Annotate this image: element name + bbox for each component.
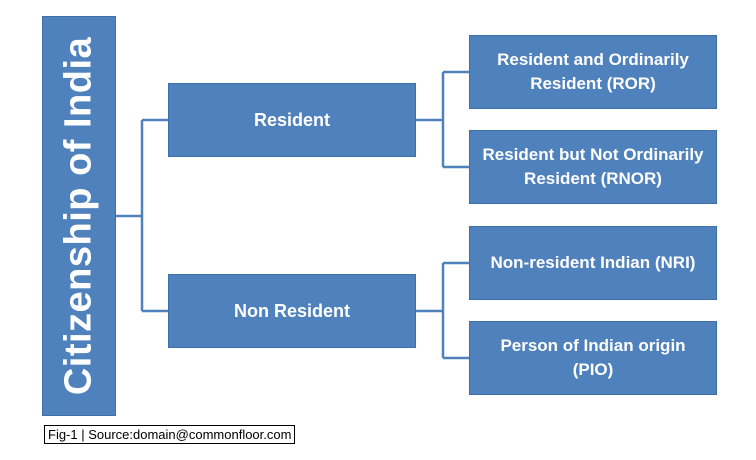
node-non-resident: Non Resident xyxy=(168,274,416,348)
node-ror-label: Resident and Ordinarily Resident (ROR) xyxy=(497,50,689,93)
node-rnor-label: Resident but Not Ordinarily Resident (RN… xyxy=(482,145,704,188)
root-node-citizenship-of-india: Citizenship of India xyxy=(42,16,116,416)
node-nri-label: Non-resident Indian (NRI) xyxy=(490,253,696,272)
node-ror: Resident and Ordinarily Resident (ROR) xyxy=(469,35,717,109)
node-pio: Person of Indian origin (PIO) xyxy=(469,321,717,395)
node-pio-label: Person of Indian origin (PIO) xyxy=(500,336,686,379)
root-label: Citizenship of India xyxy=(57,36,100,396)
figure-caption: Fig-1 | Source:domain@commonfloor.com xyxy=(44,425,296,444)
node-non-resident-label: Non Resident xyxy=(233,300,350,321)
node-resident: Resident xyxy=(168,83,416,157)
node-nri: Non-resident Indian (NRI) xyxy=(469,226,717,300)
node-resident-label: Resident xyxy=(253,109,331,130)
node-rnor: Resident but Not Ordinarily Resident (RN… xyxy=(469,130,717,204)
